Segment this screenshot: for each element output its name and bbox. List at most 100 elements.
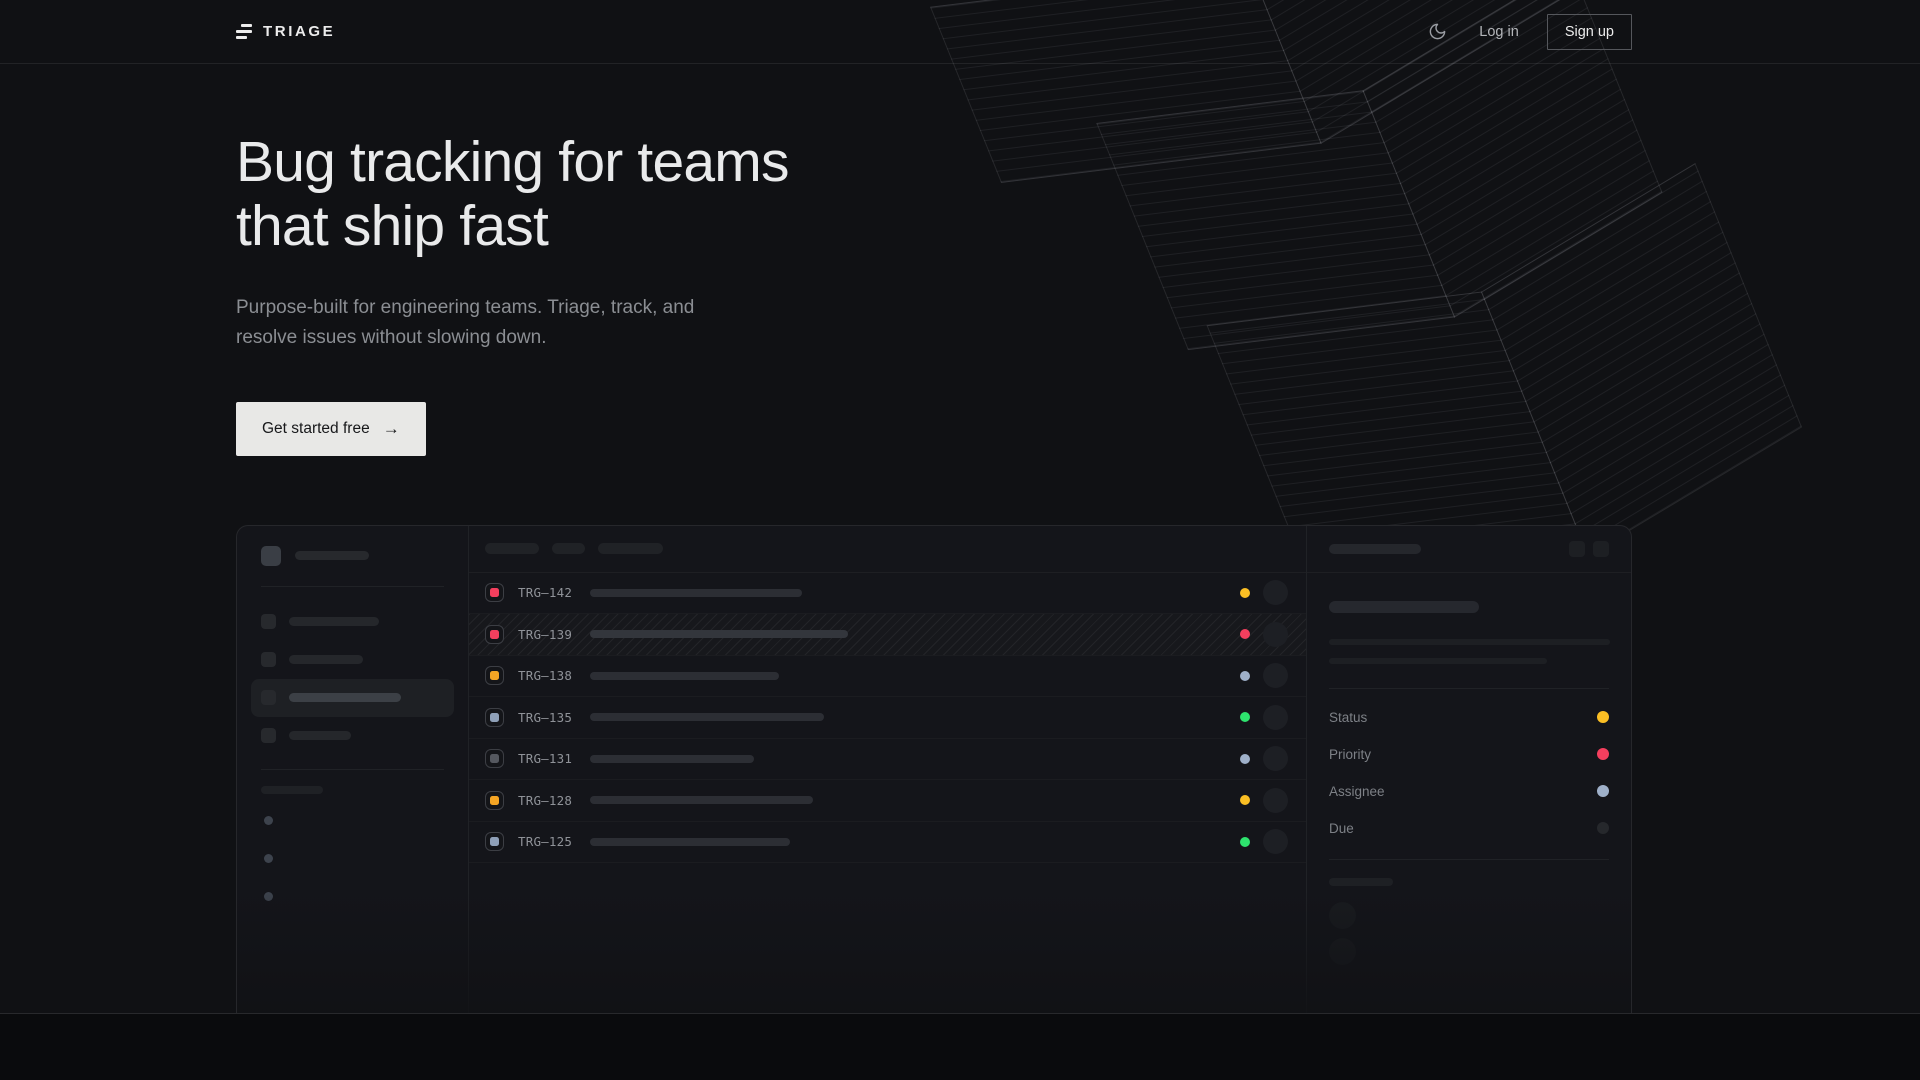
sidebar-dot bbox=[264, 891, 273, 901]
issue-title-skeleton bbox=[590, 671, 779, 680]
divider bbox=[261, 585, 444, 587]
field-value-dot bbox=[1597, 785, 1609, 798]
field-label: Due bbox=[1329, 820, 1354, 836]
issue-id: TRG–142 bbox=[518, 585, 573, 601]
divider bbox=[261, 768, 444, 770]
sidebar-item bbox=[251, 641, 454, 679]
triage-bars-icon bbox=[236, 24, 252, 39]
issue-title-skeleton bbox=[590, 588, 802, 597]
status-dot bbox=[1240, 836, 1250, 847]
issue-title-skeleton bbox=[590, 713, 824, 722]
sidebar-nav-skeleton bbox=[251, 603, 454, 755]
field-value-dot bbox=[1597, 711, 1609, 724]
detail-field-row: Priority bbox=[1329, 736, 1609, 773]
detail-panel-header bbox=[1307, 526, 1631, 573]
sidebar-item-active bbox=[251, 678, 454, 717]
issue-type-icon bbox=[485, 832, 504, 852]
sidebar-dot bbox=[264, 815, 273, 825]
assignee-avatar bbox=[1263, 704, 1288, 730]
status-dot bbox=[1240, 670, 1250, 681]
status-dot bbox=[1240, 629, 1250, 640]
field-label: Assignee bbox=[1329, 783, 1385, 799]
detail-field-row: Status bbox=[1329, 699, 1609, 736]
brand-name: TRIAGE bbox=[263, 23, 336, 40]
panel-action-icon bbox=[1593, 540, 1609, 557]
issue-type-icon bbox=[485, 790, 504, 810]
panel-actions bbox=[1569, 540, 1609, 557]
status-dot bbox=[1240, 712, 1250, 723]
issue-title-skeleton bbox=[590, 630, 848, 639]
workspace-switcher-skeleton bbox=[261, 545, 444, 566]
sidebar-dot bbox=[264, 853, 273, 863]
description-line-skeleton bbox=[1329, 657, 1547, 664]
status-dot bbox=[1240, 753, 1250, 764]
issue-list-header bbox=[469, 526, 1306, 573]
activity-label-skeleton bbox=[1329, 877, 1393, 886]
signup-button[interactable]: Sign up bbox=[1546, 13, 1632, 50]
theme-toggle-button[interactable] bbox=[1424, 18, 1451, 45]
issue-type-icon bbox=[485, 583, 504, 603]
get-started-button[interactable]: Get started free → bbox=[236, 401, 426, 456]
issue-row: TRG–135 bbox=[469, 697, 1306, 739]
issue-id: TRG–135 bbox=[518, 709, 573, 725]
issue-id: TRG–138 bbox=[518, 668, 573, 684]
issue-id: TRG–128 bbox=[518, 792, 573, 808]
issue-title-skeleton bbox=[590, 754, 754, 763]
nav-actions: Log in Sign up bbox=[1424, 13, 1632, 50]
avatar bbox=[1329, 901, 1356, 929]
status-dot bbox=[1240, 587, 1250, 598]
issue-type-icon bbox=[485, 707, 504, 727]
assignee-avatar bbox=[1263, 746, 1288, 772]
arrow-right-icon: → bbox=[382, 418, 400, 438]
issue-row: TRG–131 bbox=[469, 739, 1306, 781]
filter-pill-skeleton bbox=[598, 543, 663, 555]
issue-row: TRG–139 bbox=[469, 614, 1306, 656]
moon-icon bbox=[1428, 22, 1447, 41]
filter-pill-skeleton bbox=[552, 543, 585, 555]
field-label: Status bbox=[1329, 709, 1368, 725]
footer-band bbox=[0, 1013, 1920, 1080]
issue-type-icon bbox=[485, 666, 504, 686]
issue-type-icon bbox=[485, 624, 504, 644]
detail-field-row: Due bbox=[1329, 810, 1609, 847]
issue-title-skeleton bbox=[590, 837, 790, 846]
issue-row: TRG–125 bbox=[469, 822, 1306, 864]
sidebar-item bbox=[251, 717, 454, 755]
sidebar-section-label-skeleton bbox=[261, 785, 323, 794]
brand-logo[interactable]: TRIAGE bbox=[236, 23, 335, 40]
sidebar-item bbox=[251, 603, 454, 641]
assignee-avatar bbox=[1263, 580, 1288, 606]
status-dot bbox=[1240, 795, 1250, 806]
issue-title-skeleton bbox=[590, 796, 813, 805]
panel-action-icon bbox=[1569, 540, 1585, 557]
panel-title-skeleton bbox=[1329, 543, 1421, 554]
issue-type-icon bbox=[485, 749, 504, 769]
description-line-skeleton bbox=[1329, 638, 1610, 645]
assignee-avatar bbox=[1263, 829, 1288, 855]
avatar bbox=[1329, 937, 1356, 965]
assignee-avatar bbox=[1263, 787, 1288, 813]
detail-field-row: Assignee bbox=[1329, 773, 1609, 810]
field-value-dot bbox=[1597, 748, 1609, 761]
issue-row: TRG–138 bbox=[469, 656, 1306, 698]
workspace-icon bbox=[261, 545, 281, 566]
login-link[interactable]: Log in bbox=[1479, 23, 1519, 40]
divider bbox=[1329, 858, 1609, 860]
issue-title-skeleton bbox=[1329, 600, 1479, 613]
assignee-avatar bbox=[1263, 663, 1288, 689]
filter-pill-skeleton bbox=[485, 543, 539, 555]
field-value-dot bbox=[1597, 822, 1609, 835]
divider bbox=[1329, 687, 1609, 689]
issue-id: TRG–125 bbox=[518, 834, 573, 850]
field-label: Priority bbox=[1329, 746, 1372, 762]
navbar: TRIAGE Log in Sign up bbox=[0, 0, 1920, 64]
hero-subtitle: Purpose-built for engineering teams. Tri… bbox=[236, 296, 695, 349]
